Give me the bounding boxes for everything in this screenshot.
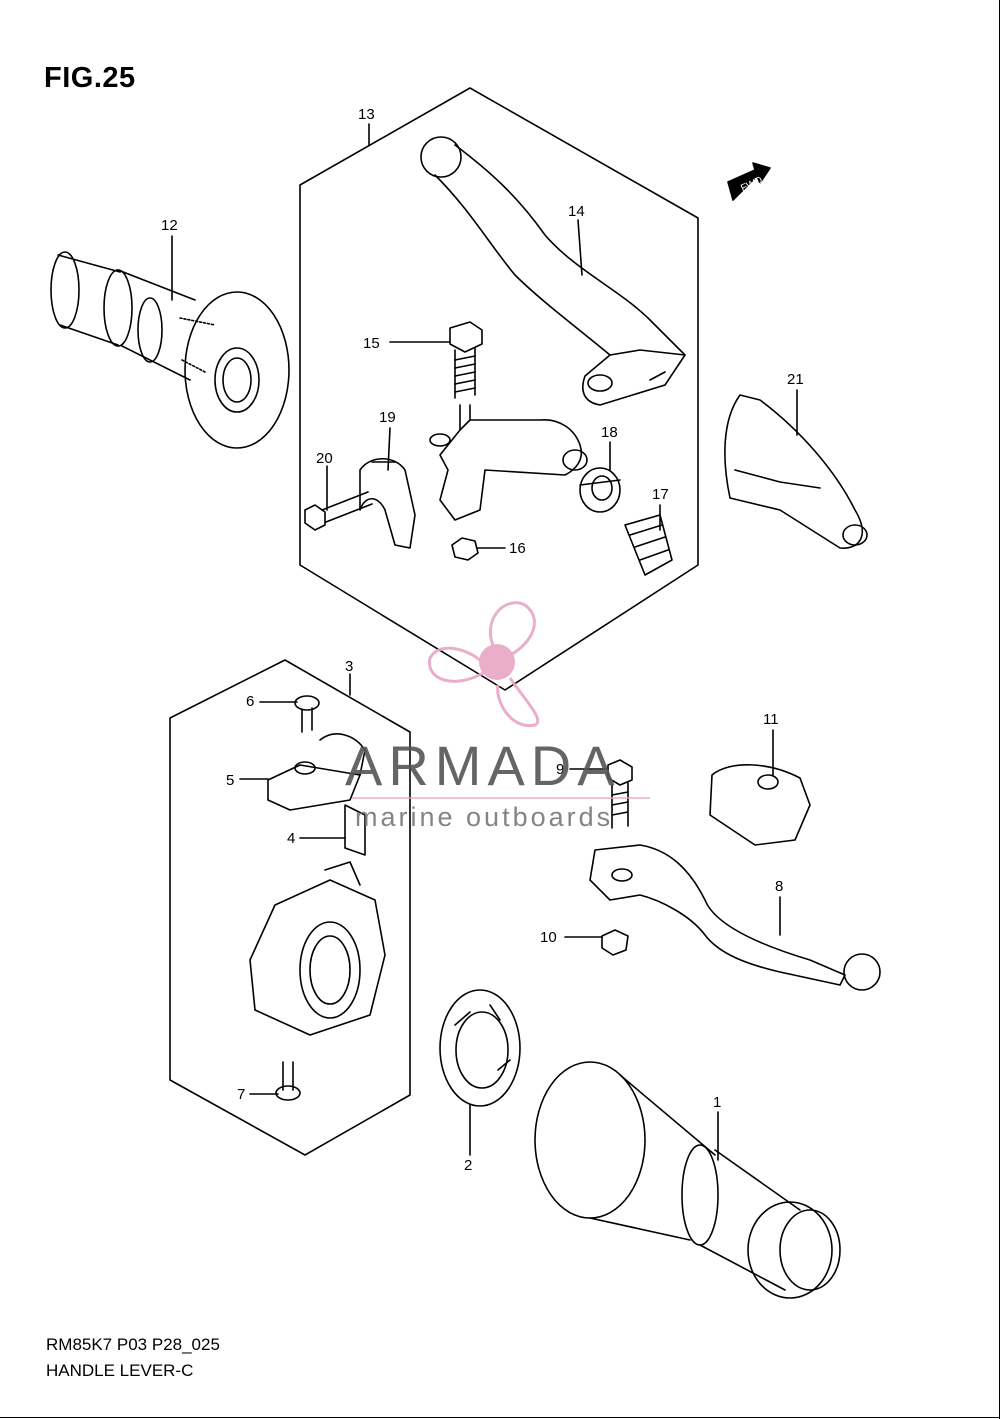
- page-border-bottom: [0, 1417, 1000, 1418]
- figure-name: HANDLE LEVER-C: [46, 1361, 194, 1380]
- figure-title: FIG.25: [44, 62, 136, 94]
- bolt-part-20: [304, 491, 373, 531]
- adjuster-bolt-part-17: [624, 514, 673, 576]
- callout-15: 15: [363, 335, 380, 352]
- callout-21: 21: [787, 371, 804, 388]
- watermark-brand: ARMADA: [345, 734, 621, 797]
- lever-part-14: [420, 136, 686, 406]
- callout-14: 14: [568, 203, 585, 220]
- group-box-13: [299, 87, 699, 691]
- ring-part-2: [439, 989, 521, 1107]
- nut-part-16: [451, 537, 479, 561]
- screw-part-7: [275, 1061, 301, 1101]
- callout-10: 10: [540, 929, 557, 946]
- callout-5: 5: [226, 772, 234, 789]
- nut-part-10: [601, 929, 629, 956]
- clamp-part-5: [267, 733, 366, 811]
- callout-4: 4: [287, 830, 295, 847]
- callout-3: 3: [345, 658, 353, 675]
- callout-17: 17: [652, 486, 669, 503]
- figure-code: RM85K7 P03 P28_025: [46, 1335, 220, 1354]
- callout-2: 2: [464, 1157, 472, 1174]
- left-grip-part-12: [50, 251, 290, 449]
- adjuster-nut-part-18: [579, 467, 621, 513]
- callout-numbers: 13 14 12 15 19 18 20 17 16 21 3 6 5 4 9 …: [161, 106, 804, 1174]
- callout-18: 18: [601, 424, 618, 441]
- bolt-part-15: [449, 321, 483, 399]
- callout-11: 11: [763, 711, 779, 728]
- leader-lines: [171, 123, 798, 1161]
- callout-16: 16: [509, 540, 526, 557]
- callout-8: 8: [775, 878, 783, 895]
- lever-bracket: [429, 404, 588, 521]
- callout-6: 6: [246, 693, 254, 710]
- callout-12: 12: [161, 217, 178, 234]
- lever-part-8: [589, 844, 881, 991]
- callout-13: 13: [358, 106, 375, 123]
- group-box-3: [169, 659, 411, 1156]
- propeller-logo-icon: [428, 601, 540, 727]
- watermark-tagline: marine outboards: [355, 802, 613, 832]
- lever-cover-part-21: [724, 394, 868, 549]
- callout-19: 19: [379, 409, 396, 426]
- callout-1: 1: [713, 1094, 721, 1111]
- screw-part-6: [294, 695, 320, 733]
- fwd-arrow-icon: [727, 162, 771, 201]
- watermark: ARMADA marine outboards: [345, 601, 650, 832]
- clamp-part-19: [359, 457, 416, 549]
- cover-part-11: [709, 764, 811, 846]
- housing-part-3: [249, 861, 386, 1036]
- callout-9: 9: [556, 761, 564, 778]
- clip-part-4: [344, 804, 366, 856]
- right-grip-part-1: [534, 1061, 841, 1299]
- callout-20: 20: [316, 450, 333, 467]
- callout-7: 7: [237, 1086, 245, 1103]
- bolt-part-9: [607, 759, 633, 829]
